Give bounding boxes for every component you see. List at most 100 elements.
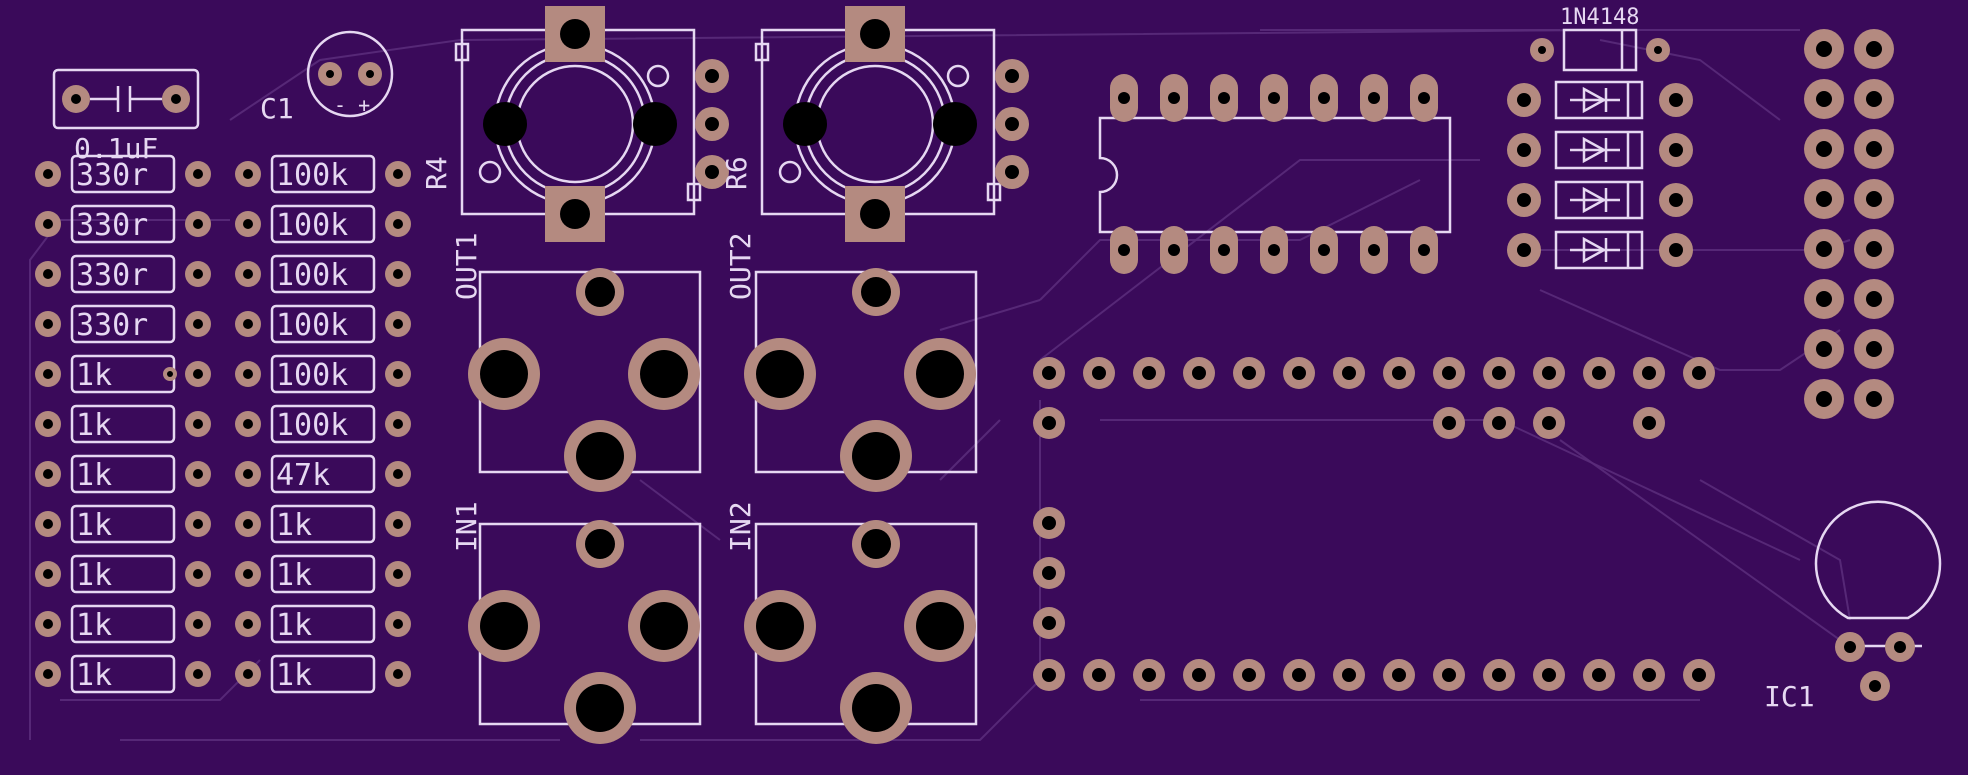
drill-hole	[1542, 668, 1556, 682]
drill-hole	[861, 529, 891, 559]
drill-hole	[480, 602, 528, 650]
resistor-left-3: 330r	[35, 304, 211, 344]
potentiometer-r4: R4	[420, 6, 729, 242]
drill-hole	[43, 319, 53, 329]
drill-hole	[1592, 668, 1606, 682]
resistor-left-9: 1k	[35, 604, 211, 644]
pin-headers	[1033, 29, 1894, 691]
drill-hole	[852, 684, 900, 732]
drill-hole	[193, 469, 203, 479]
drill-hole	[1192, 668, 1206, 682]
resistor-value: 1k	[276, 558, 312, 593]
jacks	[468, 268, 978, 744]
resistor-outline	[270, 554, 376, 594]
drill-hole	[193, 369, 203, 379]
resistor-outline	[270, 404, 376, 444]
drill-hole	[1492, 366, 1506, 380]
drill-hole	[43, 469, 53, 479]
drill-hole	[43, 669, 53, 679]
drill-hole	[1368, 244, 1380, 256]
drill-hole	[1118, 244, 1130, 256]
resistor-outline	[270, 654, 376, 694]
resistor-outline	[270, 604, 376, 644]
resistor-value: 1k	[276, 508, 312, 543]
resistor-value: 330r	[76, 208, 148, 243]
resistor-outline	[270, 504, 376, 544]
drill-hole	[1218, 244, 1230, 256]
c1-polarity: - +	[334, 93, 370, 117]
resistor-left-0: 330r	[35, 154, 211, 194]
resistor-outline	[70, 204, 176, 244]
drill-hole	[43, 619, 53, 629]
resistor-value: 1k	[76, 358, 112, 393]
drill-hole	[393, 219, 403, 229]
resistor-value: 330r	[76, 308, 148, 343]
jack-outline	[478, 522, 702, 726]
resistor-left-8: 1k	[35, 554, 211, 594]
drill-hole	[393, 419, 403, 429]
resistor-right-0: 100k	[235, 154, 411, 194]
drill-hole	[43, 219, 53, 229]
resistor-outline	[270, 204, 376, 244]
drill-hole	[1042, 366, 1056, 380]
drill-hole	[243, 469, 253, 479]
diode-1	[1507, 130, 1693, 170]
drill-hole	[193, 669, 203, 679]
drill-hole	[243, 369, 253, 379]
drill-hole	[1418, 244, 1430, 256]
drill-hole	[480, 350, 528, 398]
drill-hole	[1368, 92, 1380, 104]
resistor-value: 1k	[276, 608, 312, 643]
drill-hole	[1542, 416, 1556, 430]
resistor-left-7: 1k	[35, 504, 211, 544]
drill-hole	[1268, 92, 1280, 104]
resistor-value: 1k	[276, 658, 312, 693]
drill-hole	[193, 419, 203, 429]
drill-hole	[640, 602, 688, 650]
resistor-right-3: 100k	[235, 304, 411, 344]
cap-value-label: 0.1uF	[74, 132, 158, 165]
resistor-value: 330r	[76, 258, 148, 293]
drill-hole	[1042, 566, 1056, 580]
drill-hole	[193, 169, 203, 179]
drill-hole	[393, 319, 403, 329]
drill-hole	[243, 319, 253, 329]
resistor-outline	[70, 304, 176, 344]
jack-outline	[754, 522, 978, 726]
diode-outline	[1554, 230, 1644, 270]
diode-symbol	[1582, 136, 1607, 164]
drill-hole	[1418, 92, 1430, 104]
resistor-right-2: 100k	[235, 254, 411, 294]
resistor-outline	[270, 454, 376, 494]
drill-hole	[1816, 91, 1832, 107]
drill-hole	[1042, 668, 1056, 682]
drill-hole	[1866, 41, 1882, 57]
resistor-outline	[70, 454, 176, 494]
resistor-value: 47k	[276, 458, 330, 493]
drill-hole	[1816, 241, 1832, 257]
drill-hole	[1318, 244, 1330, 256]
drill-hole	[43, 569, 53, 579]
drill-hole	[43, 369, 53, 379]
jack-outline	[754, 270, 978, 474]
drill-hole	[193, 569, 203, 579]
in2-label: IN2	[724, 501, 757, 552]
drill-hole	[640, 350, 688, 398]
jack-out2	[744, 268, 978, 492]
drill-hole	[1442, 668, 1456, 682]
drill-hole	[393, 469, 403, 479]
drill-hole	[193, 269, 203, 279]
drill-hole	[1692, 668, 1706, 682]
drill-hole	[43, 169, 53, 179]
drill-hole	[1866, 341, 1882, 357]
resistor-outline	[70, 654, 176, 694]
drill-hole	[576, 432, 624, 480]
drill-hole	[1318, 92, 1330, 104]
drill-hole	[43, 519, 53, 529]
resistor-right-7: 1k	[235, 504, 411, 544]
diode-outline	[1554, 80, 1644, 120]
diode-outline	[1554, 180, 1644, 220]
drill-hole	[1142, 366, 1156, 380]
